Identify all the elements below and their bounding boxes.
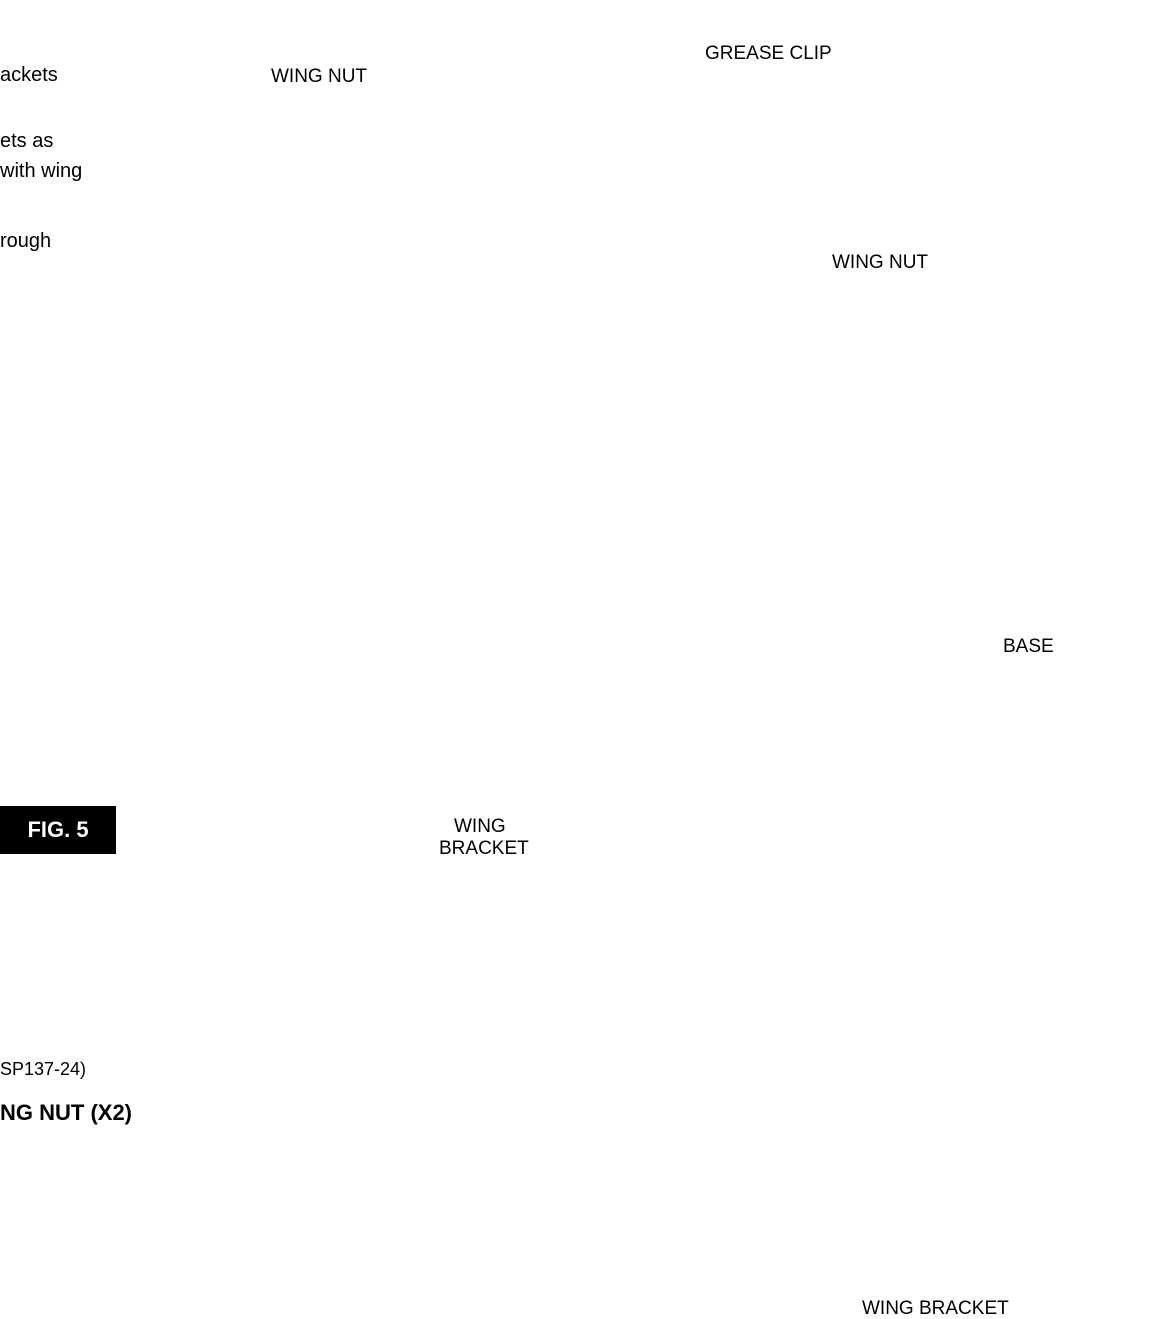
wing-nut-left — [396, 58, 472, 100]
base-label: BASE — [1003, 636, 1054, 657]
knob-1 — [397, 926, 446, 990]
wing-bracket-label-bottom: WING BRACKET — [862, 1298, 1009, 1319]
instruction-line-1: ackets — [0, 64, 58, 86]
grease-clip — [747, 87, 820, 182]
wing-bracket-label-line1: WING — [454, 816, 506, 837]
instruction-line-4: rough — [0, 230, 52, 252]
wing-bracket-left — [393, 703, 500, 787]
right-bracket — [768, 908, 1062, 1097]
wing-nut-label-right: WING NUT — [832, 252, 929, 273]
instruction-line-2: ets as — [0, 130, 54, 152]
grease-clip-label: GREASE CLIP — [705, 43, 832, 64]
wing-nut-right — [854, 286, 924, 327]
left-hand — [452, 8, 602, 222]
part-number: SP137-24) — [0, 1059, 87, 1079]
instruction-line-3: with wing — [0, 160, 83, 182]
igniter-button — [543, 1021, 582, 1055]
knob-2 — [452, 983, 500, 1048]
right-hand — [966, 8, 1118, 582]
part-name: NG NUT (X2) — [0, 1100, 132, 1125]
figure-label: FIG. 5 — [0, 806, 116, 854]
left-side-bar — [18, 638, 292, 812]
wing-bracket-label-line2: BRACKET — [439, 838, 529, 859]
wing-nut-label-left: WING NUT — [271, 66, 368, 87]
